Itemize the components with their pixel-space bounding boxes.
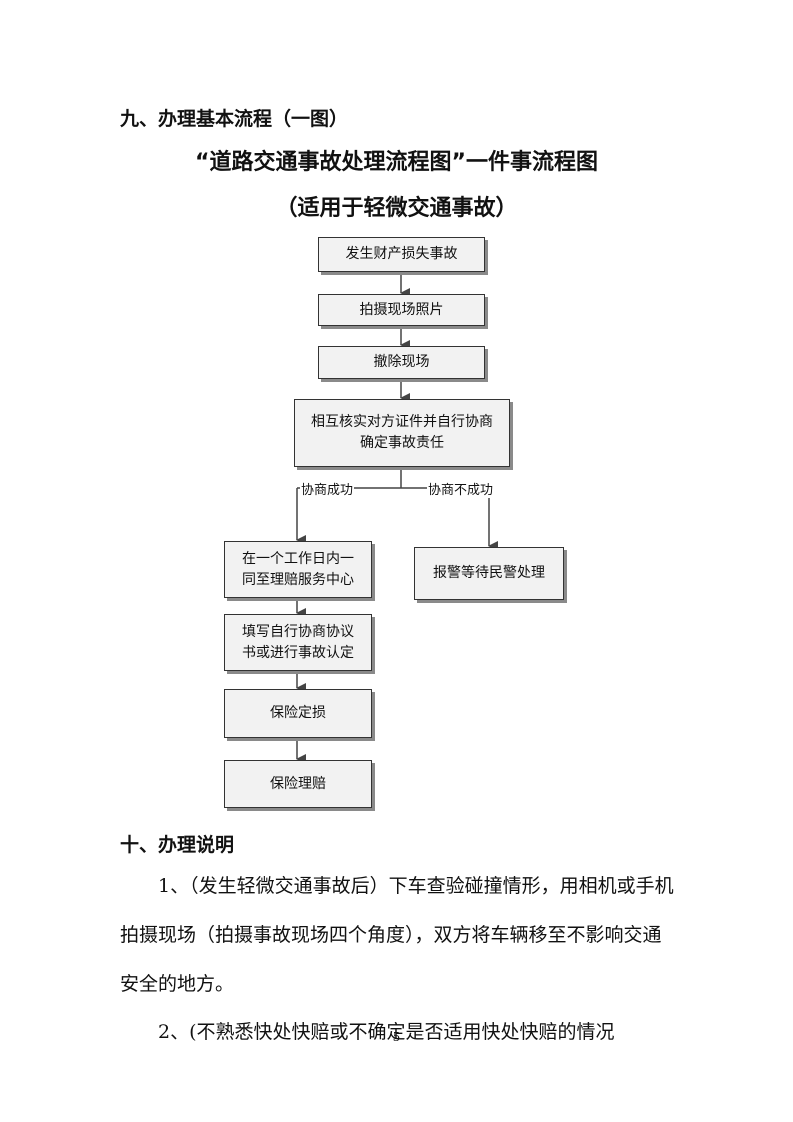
page-number: 5: [392, 1030, 401, 1044]
flowchart-subtitle: （适用于轻微交通事故）: [275, 196, 518, 221]
branch-label-success: 协商成功: [300, 479, 355, 498]
flow-step-insurance-claim: 保险理赔: [224, 760, 372, 808]
flow-step-photograph-scene: 拍摄现场照片: [318, 294, 485, 326]
flow-step-property-loss: 发生财产损失事故: [318, 237, 485, 272]
flow-step-insurance-assessment: 保险定损: [224, 689, 372, 738]
section-10-heading: 十、办理说明: [120, 834, 235, 856]
flow-step-claims-center: 在一个工作日内一 同至理赔服务中心: [224, 541, 372, 598]
flow-step-fill-agreement: 填写自行协商协议 书或进行事故认定: [224, 614, 372, 671]
flowchart-title: “道路交通事故处理流程图”一件事流程图: [195, 150, 598, 175]
flow-step-clear-scene: 撤除现场: [318, 346, 485, 379]
paragraph-2: 2、(不熟悉快处快赔或不确定是否适用快处快赔的情况: [158, 1021, 615, 1043]
paragraph-1: 1、（发生轻微交通事故后）下车查验碰撞情形，用相机或手机拍摄现场（拍摄事故现场四…: [120, 875, 674, 995]
branch-label-fail: 协商不成功: [427, 479, 495, 498]
flow-step-call-police: 报警等待民警处理: [414, 547, 564, 600]
section-9-heading: 九、办理基本流程（一图）: [120, 108, 349, 130]
flow-step-verify-negotiate: 相互核实对方证件并自行协商 确定事故责任: [294, 399, 510, 467]
